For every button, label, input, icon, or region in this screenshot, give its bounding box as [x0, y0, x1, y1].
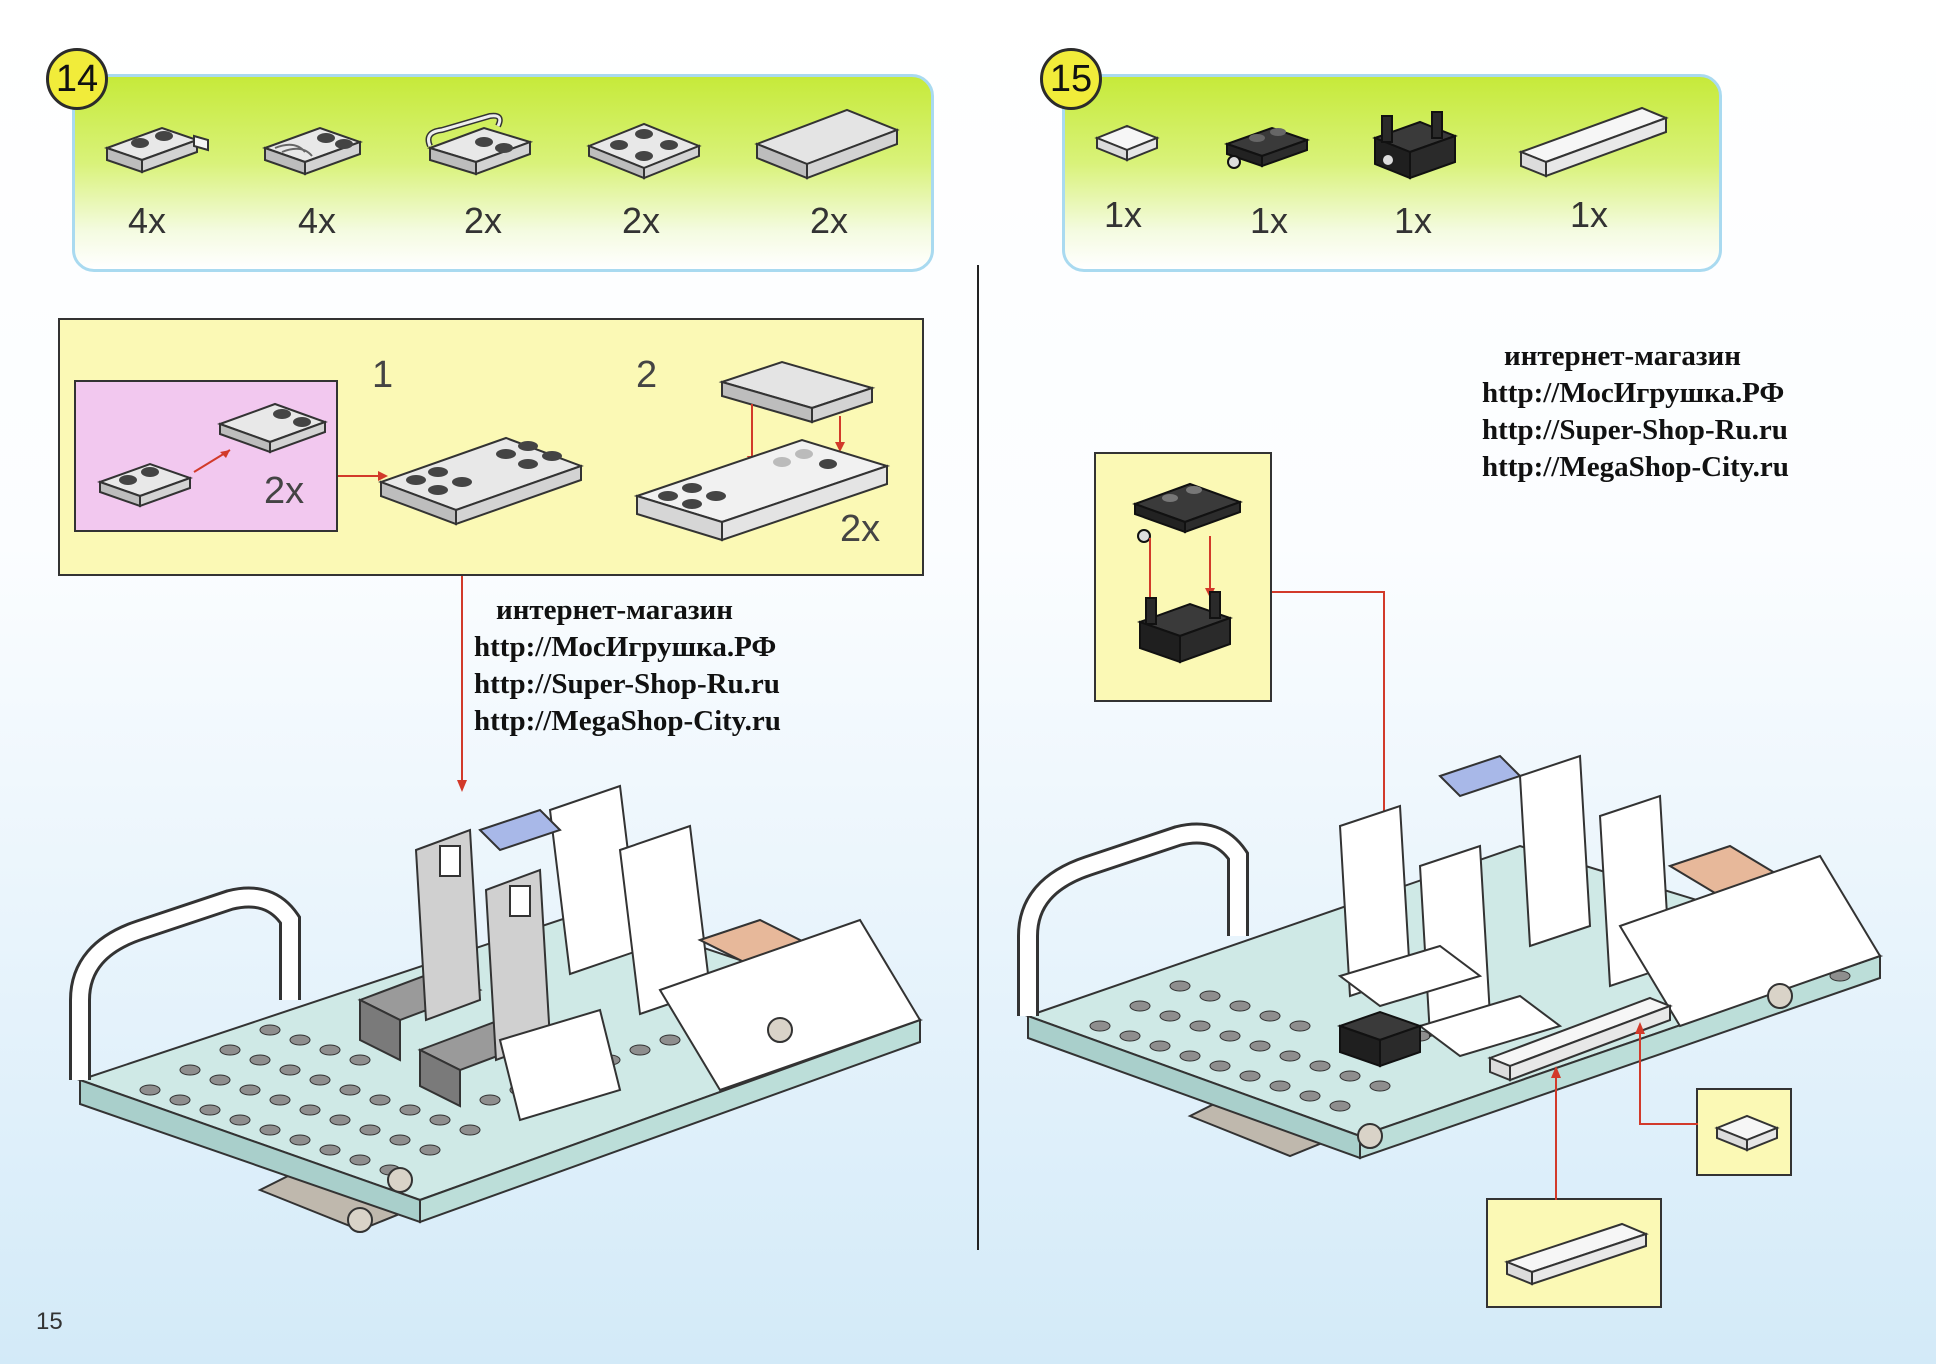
plate-2x2-icon	[586, 122, 702, 180]
watermark-right: интернет-магазин http://МосИгрушка.РФ ht…	[1482, 338, 1789, 486]
tile-1x1-leader-arrow	[1635, 1022, 1698, 1125]
hinge-brick-black-icon	[1372, 111, 1458, 180]
tile-2x4-icon	[754, 108, 900, 180]
plate-1x2-clip-icon	[103, 126, 209, 174]
step-14-part-4-qty: 2x	[622, 200, 661, 241]
step-14-badge: 14	[46, 48, 108, 110]
subassembly-arrow	[338, 471, 388, 481]
watermark-left-line-2[interactable]: http://МосИгрушка.РФ	[474, 631, 777, 663]
step-14-part-2-qty: 4x	[298, 200, 337, 241]
step-15-parts-box	[1062, 74, 1722, 272]
plate-with-bar-icon	[425, 112, 534, 176]
joined-hinge-plates-icon	[378, 436, 584, 526]
step-14-model-illustration	[69, 784, 924, 1233]
step-14-pink-subpanel	[74, 380, 338, 532]
watermark-right-line-2[interactable]: http://МосИгрушка.РФ	[1482, 377, 1785, 409]
step-14-leader-arrow	[457, 576, 467, 792]
step-14-part-3-qty: 2x	[464, 200, 503, 241]
clip-plate-assembly-icon	[97, 402, 328, 508]
step-14-part-1-qty: 4x	[128, 200, 167, 241]
page-divider	[977, 265, 979, 1250]
watermark-right-line-4[interactable]: http://MegaShop-City.ru	[1482, 451, 1789, 483]
step-14-parts-box	[72, 74, 934, 272]
tile-1x4-white-icon	[1518, 106, 1669, 178]
substep-2-label: 2	[636, 354, 658, 396]
hinge-assembly-icon	[1132, 482, 1243, 664]
watermark-left-line-3[interactable]: http://Super-Shop-Ru.ru	[474, 668, 780, 700]
step-15-part-4-qty: 1x	[1570, 194, 1609, 235]
watermark-left-line-1: интернет-магазин	[496, 594, 733, 626]
substep-2-qty: 2x	[840, 508, 881, 550]
plate-1x2-black-icon	[1223, 126, 1311, 169]
page-number: 15	[36, 1308, 63, 1335]
pink-subpanel-qty: 2x	[264, 470, 305, 512]
step-15-part-2-qty: 1x	[1250, 200, 1289, 241]
watermark-left-line-4[interactable]: http://MegaShop-City.ru	[474, 705, 781, 737]
step-15-model-illustration	[1017, 754, 1884, 1160]
tile-on-plates-assembly-icon	[633, 360, 891, 542]
step-15-part-1-qty: 1x	[1104, 194, 1143, 235]
step-15-part-3-qty: 1x	[1394, 200, 1433, 241]
tile-1x1-callout-icon	[1714, 1114, 1780, 1152]
hinge-plate-1x2-icon	[262, 126, 363, 176]
watermark-right-line-1: интернет-магазин	[1504, 340, 1741, 372]
tile-1x4-leader-arrow	[1551, 1066, 1561, 1200]
watermark-left: интернет-магазин http://МосИгрушка.РФ ht…	[474, 592, 781, 740]
step-14-part-5-qty: 2x	[810, 200, 849, 241]
tile-1x4-callout-icon	[1504, 1222, 1649, 1286]
step-15-badge: 15	[1040, 48, 1102, 110]
tile-1x1-white-icon	[1094, 124, 1160, 162]
watermark-right-line-3[interactable]: http://Super-Shop-Ru.ru	[1482, 414, 1788, 446]
substep-1-label: 1	[372, 354, 394, 396]
